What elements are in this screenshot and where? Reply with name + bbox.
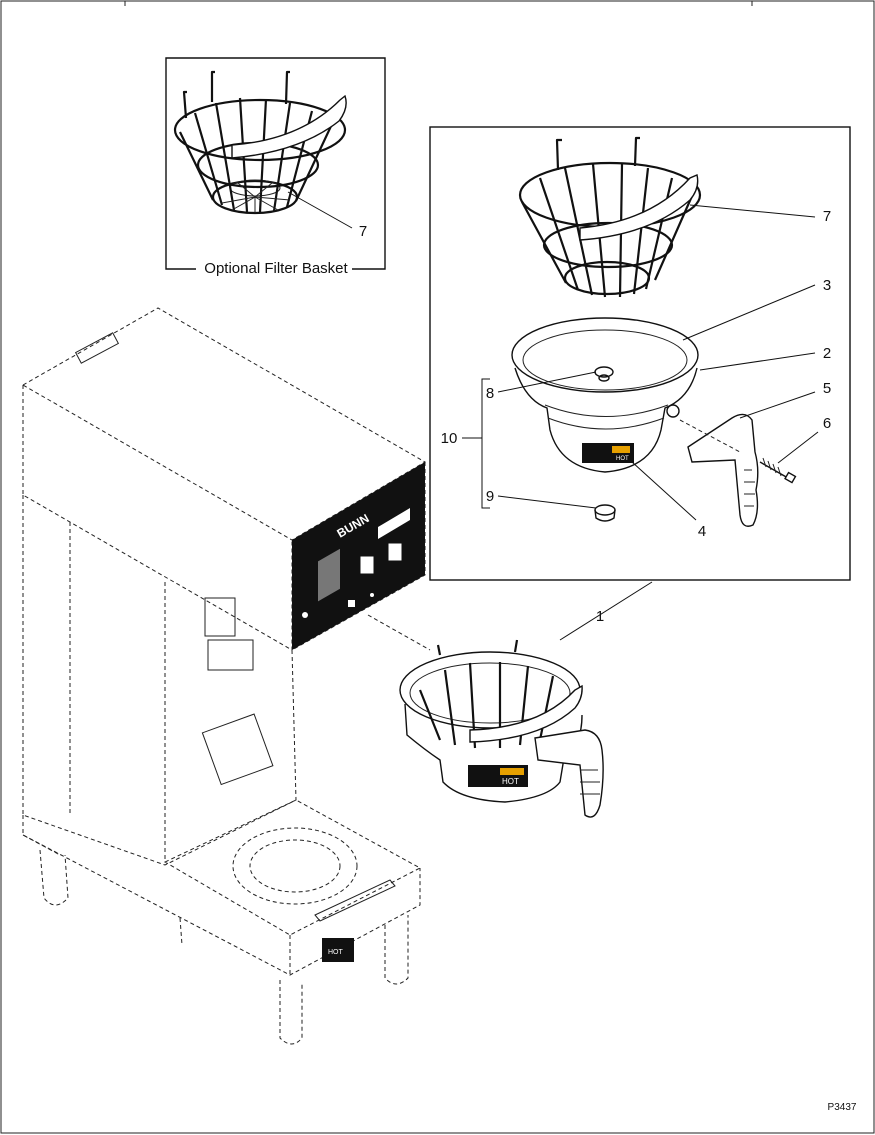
detail-funnel-body: HOT xyxy=(511,317,699,473)
base-hot-liquid-label: HOT xyxy=(328,949,344,956)
detail-wire-basket xyxy=(518,136,702,298)
detail-hot-liquid-label: HOT xyxy=(616,456,629,462)
funnel-detail-box: 7 HOT 3 2 5 xyxy=(429,126,851,581)
callout-7-optional: 7 xyxy=(359,223,367,240)
inset-caption: Optional Filter Basket xyxy=(204,260,348,277)
optional-wire-basket xyxy=(173,70,347,215)
detail-funnel-handle xyxy=(679,413,759,527)
callout-5: 5 xyxy=(823,380,831,397)
detail-drain-tip xyxy=(594,504,616,522)
figure-id: P3437 xyxy=(828,1102,857,1113)
callout-3: 3 xyxy=(823,277,831,294)
callout-bracket-10 xyxy=(462,378,490,509)
detail-handle-screw xyxy=(759,457,797,484)
callout-10: 10 xyxy=(441,430,458,447)
brewer-control-panel: BUNN xyxy=(292,462,425,650)
callout-8: 8 xyxy=(486,385,494,402)
callout-2: 2 xyxy=(823,345,831,362)
callout-9: 9 xyxy=(486,488,494,505)
callout-1: 1 xyxy=(596,608,604,625)
callout-6: 6 xyxy=(823,415,831,432)
funnel-hot-liquid-label: HOT xyxy=(502,777,519,786)
brewer-body: HOT xyxy=(21,307,426,1045)
callout-7-detail: 7 xyxy=(823,208,831,225)
callout-4: 4 xyxy=(698,523,706,540)
assembled-funnel: HOT xyxy=(399,639,604,818)
optional-filter-basket-inset: Optional Filter Basket 7 xyxy=(165,57,386,277)
